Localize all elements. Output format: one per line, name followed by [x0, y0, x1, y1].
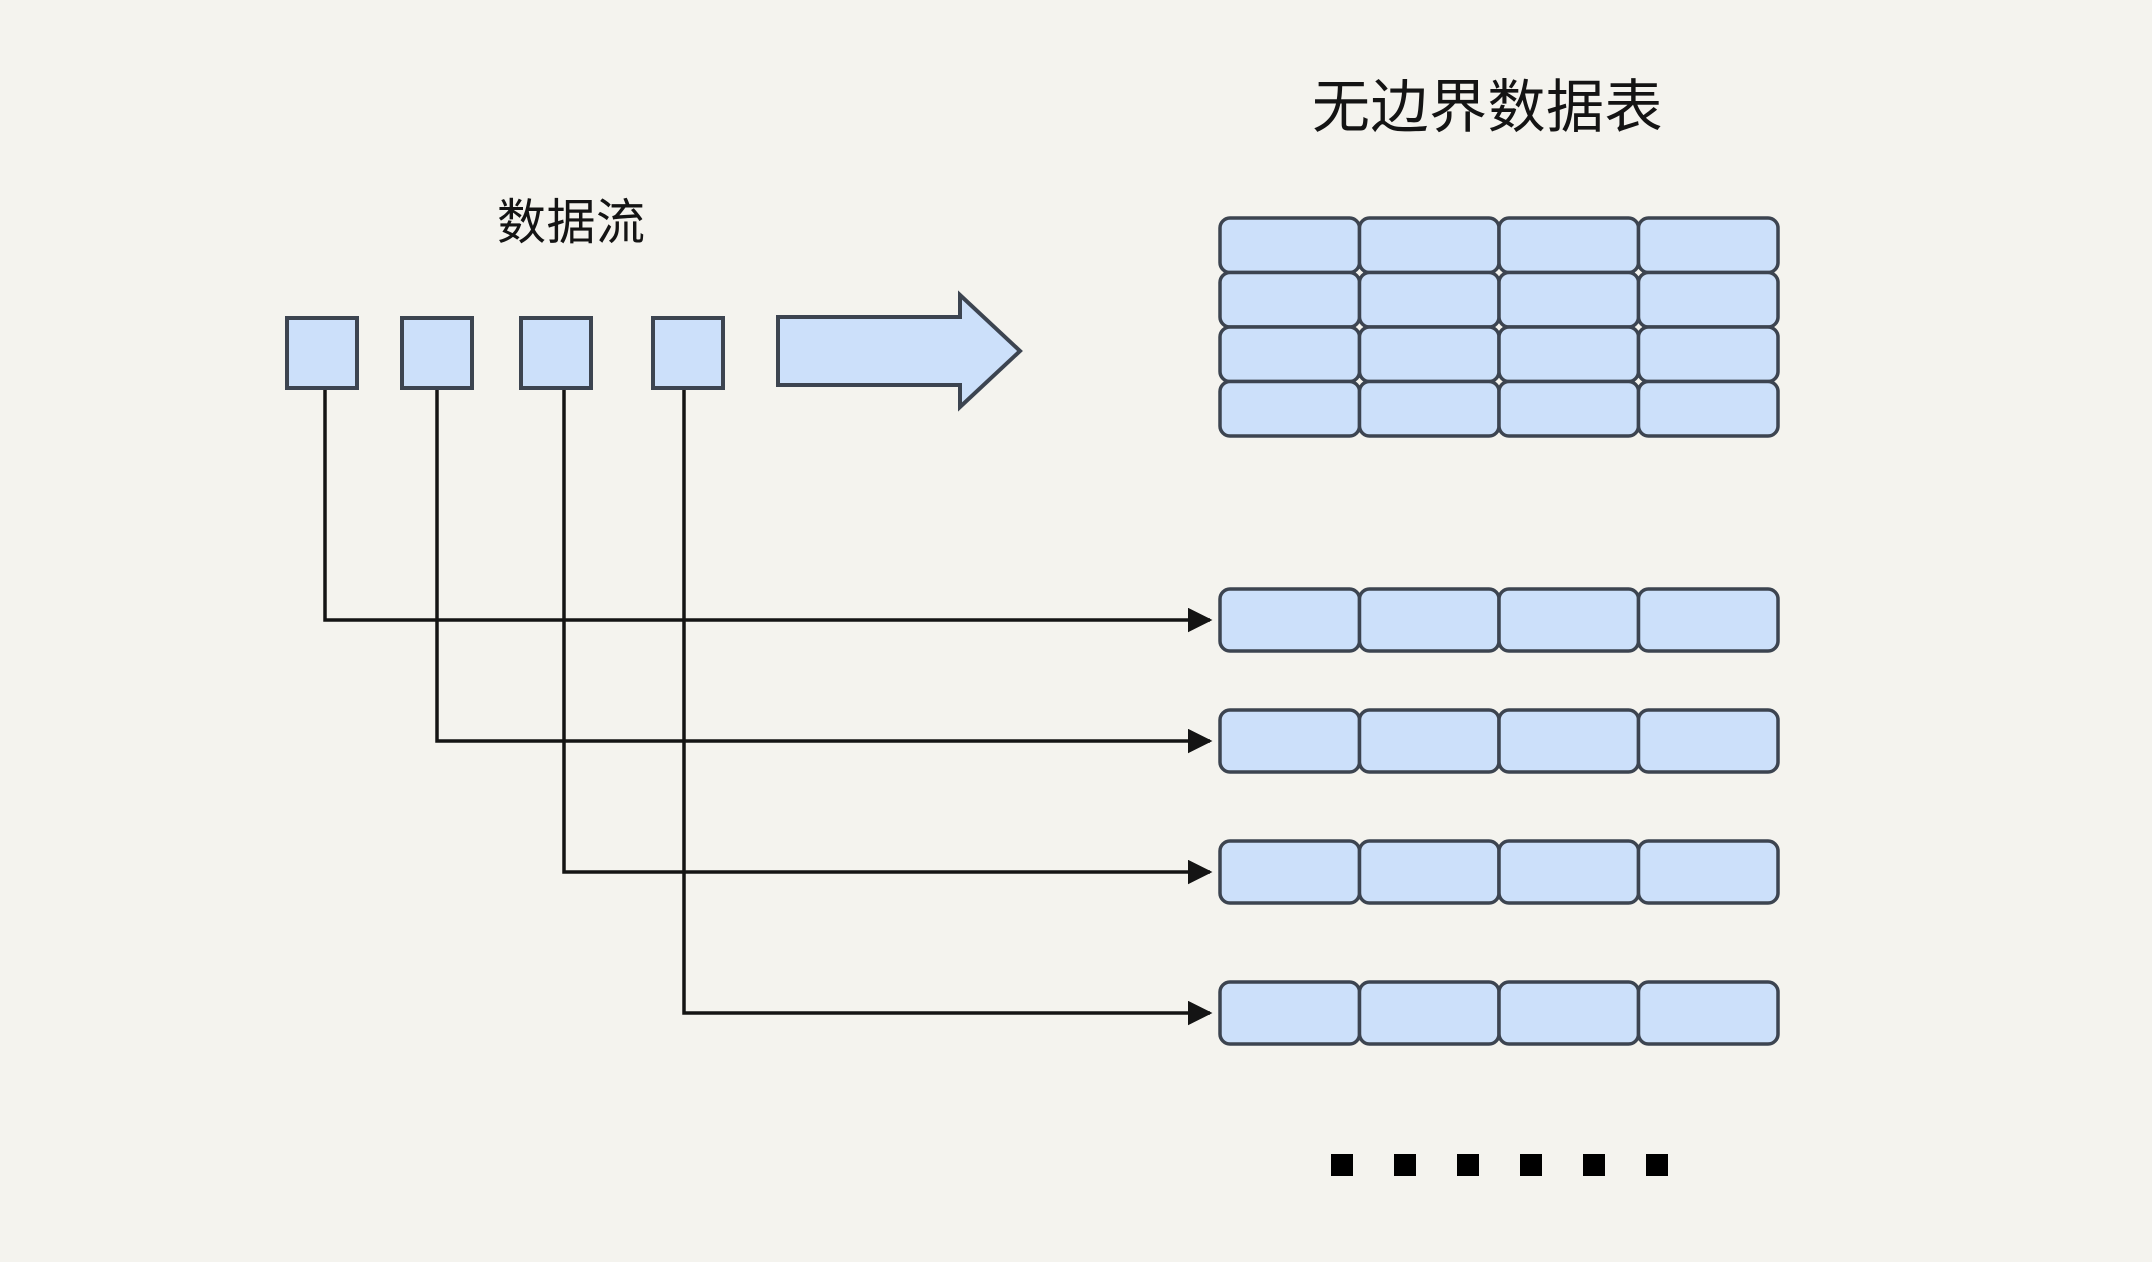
table-cell-r3-c2	[1357, 325, 1501, 384]
appended-row-1-cell-3	[1497, 587, 1641, 653]
ellipsis-square-2	[1394, 1154, 1416, 1176]
table-cell-r4-c2	[1357, 379, 1501, 438]
stream-direction-arrow-shape	[776, 290, 1023, 412]
appended-row-4-cell-2	[1357, 980, 1501, 1046]
connector-line-3	[562, 388, 1213, 885]
appended-row-2-cell-2	[1357, 708, 1501, 774]
stream-event-squares	[285, 316, 725, 390]
page-title-unbounded-table: 无边界数据表	[1312, 75, 1664, 140]
ellipsis-square-3	[1457, 1154, 1479, 1176]
ellipsis-square-4	[1520, 1154, 1542, 1176]
table-cell-r1-c4	[1636, 216, 1780, 275]
table-grid-cells	[1218, 216, 1780, 438]
appended-row-2-cell-3	[1497, 708, 1641, 774]
connector-lines	[323, 388, 1213, 1026]
stream-event-square-2	[400, 316, 474, 390]
table-cell-r3-c4	[1636, 325, 1780, 384]
table-cell-r2-c1	[1218, 270, 1362, 329]
stream-direction-arrow	[776, 290, 1023, 412]
connector-line-4	[682, 388, 1213, 1026]
appended-row-3-cell-4	[1636, 839, 1780, 905]
ellipsis-square-6	[1646, 1154, 1668, 1176]
stream-event-square-3	[519, 316, 593, 390]
connector-line-2	[435, 388, 1213, 754]
appended-row-3-cell-3	[1497, 839, 1641, 905]
appended-row-1-cell-1	[1218, 587, 1362, 653]
table-cell-r1-c3	[1497, 216, 1641, 275]
stream-event-square-4	[651, 316, 725, 390]
appended-row-2-cell-4	[1636, 708, 1780, 774]
connector-line-1	[323, 388, 1213, 633]
appended-row-1-cell-2	[1357, 587, 1501, 653]
table-cell-r2-c2	[1357, 270, 1501, 329]
table-cell-r3-c1	[1218, 325, 1362, 384]
appended-row-3-cell-2	[1357, 839, 1501, 905]
appended-row-4-cell-4	[1636, 980, 1780, 1046]
table-cell-r1-c1	[1218, 216, 1362, 275]
ellipsis-squares	[1331, 1154, 1668, 1176]
appended-row-1-cell-4	[1636, 587, 1780, 653]
table-cell-r4-c1	[1218, 379, 1362, 438]
appended-row-cells	[1218, 587, 1780, 1046]
appended-row-3-cell-1	[1218, 839, 1362, 905]
page-title-data-stream: 数据流	[497, 196, 646, 250]
table-cell-r2-c3	[1497, 270, 1641, 329]
table-cell-r4-c3	[1497, 379, 1641, 438]
table-cell-r4-c4	[1636, 379, 1780, 438]
ellipsis-square-1	[1331, 1154, 1353, 1176]
appended-row-4-cell-3	[1497, 980, 1641, 1046]
table-cell-r1-c2	[1357, 216, 1501, 275]
ellipsis-square-5	[1583, 1154, 1605, 1176]
appended-row-2-cell-1	[1218, 708, 1362, 774]
table-cell-r3-c3	[1497, 325, 1641, 384]
table-cell-r2-c4	[1636, 270, 1780, 329]
stream-event-square-1	[285, 316, 359, 390]
appended-row-4-cell-1	[1218, 980, 1362, 1046]
